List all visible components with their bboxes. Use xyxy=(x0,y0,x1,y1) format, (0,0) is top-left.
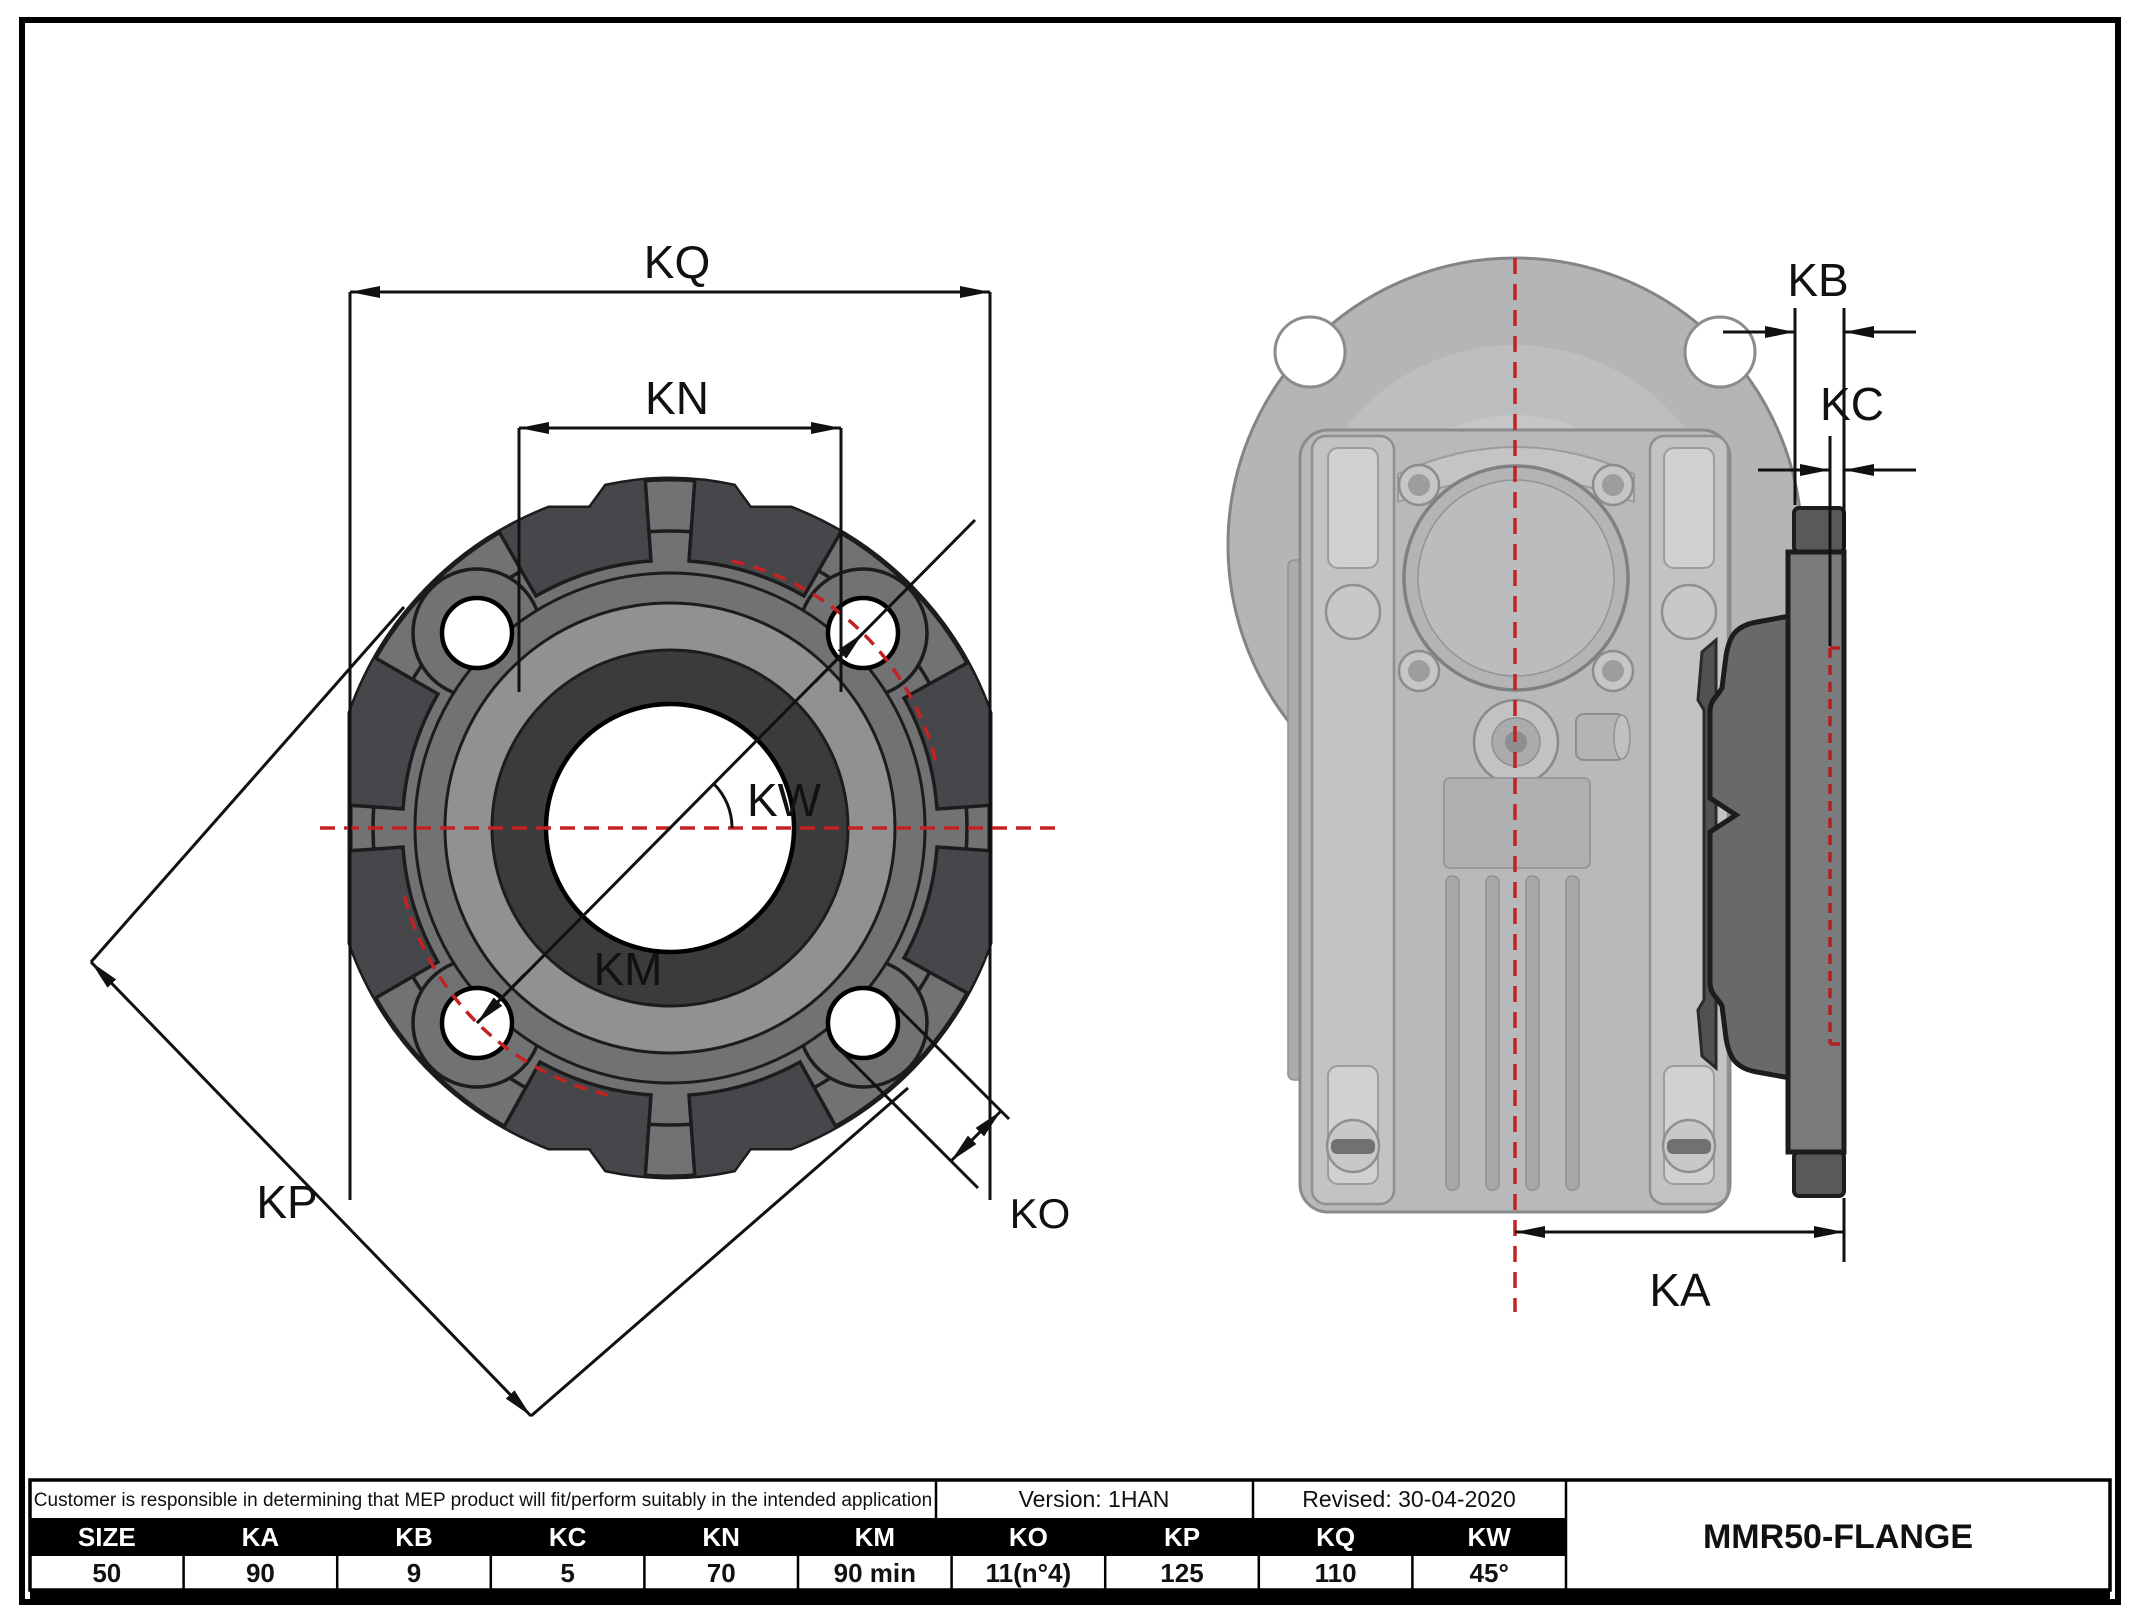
ko-dimension-arrow xyxy=(949,1109,1003,1163)
side-stub-end xyxy=(1613,714,1631,760)
bolt-hole xyxy=(439,595,515,671)
value-ko: 11(n°4) xyxy=(986,1558,1072,1588)
side-view-gearbox xyxy=(1226,256,1847,1312)
kp-extension-upper xyxy=(89,606,406,963)
spigot-hidden-line xyxy=(1828,646,1843,1046)
part-number: MMR50-FLANGE xyxy=(1703,1518,1973,1556)
value-ka: 90 xyxy=(246,1558,275,1588)
dim-label-kw: KW xyxy=(747,774,822,826)
dim-label-ko: KO xyxy=(1010,1190,1071,1237)
header-kp: KP xyxy=(1164,1522,1200,1552)
revised-text: Revised: 30-04-2020 xyxy=(1302,1486,1516,1512)
kp-extension-lower xyxy=(530,1086,909,1418)
value-kp: 125 xyxy=(1160,1558,1203,1588)
table-value-row: 50 90 9 5 70 90 min 11(n°4) 125 110 45° xyxy=(92,1558,1509,1588)
disclaimer-text: Customer is responsible in determining t… xyxy=(34,1490,932,1511)
kw-angle-arc xyxy=(712,782,734,829)
title-block-table: Customer is responsible in determining t… xyxy=(28,1478,2112,1602)
value-kb: 9 xyxy=(407,1558,421,1588)
dim-label-kn: KN xyxy=(645,372,709,424)
dim-label-kb: KB xyxy=(1787,254,1848,306)
value-size: 50 xyxy=(92,1558,121,1588)
header-kn: KN xyxy=(702,1522,740,1552)
flange-pad xyxy=(901,845,990,1002)
value-kn: 70 xyxy=(707,1558,736,1588)
dim-label-ka: KA xyxy=(1649,1264,1711,1316)
header-kc: KC xyxy=(549,1522,587,1552)
table-header-band xyxy=(30,1518,1566,1556)
flange-pad xyxy=(901,654,990,811)
disc-notch-right xyxy=(1683,315,1757,389)
disc-notch-left xyxy=(1273,315,1347,389)
front-view-dimensions xyxy=(89,286,1011,1418)
kp-dimension-line xyxy=(89,960,533,1418)
ko-leader-lower xyxy=(836,1046,980,1190)
table-gridlines xyxy=(182,1480,1568,1590)
bolt-hole xyxy=(825,985,901,1061)
header-kb: KB xyxy=(395,1522,433,1552)
ko-leader-upper xyxy=(886,996,1011,1121)
km-dimension-line xyxy=(475,518,977,1025)
front-view-flange xyxy=(320,476,1058,1180)
km-arrow-upper xyxy=(813,631,865,684)
header-ko: KO xyxy=(1009,1522,1048,1552)
header-kq: KQ xyxy=(1316,1522,1355,1552)
header-kw: KW xyxy=(1468,1522,1512,1552)
table-header-row: SIZE KA KB KC KN KM KO KP KQ KW xyxy=(78,1522,1511,1552)
table-bottom-bar xyxy=(30,1590,2110,1602)
dim-label-kc: KC xyxy=(1820,378,1884,430)
flange-rim-top xyxy=(1792,506,1846,554)
boss-screw-lugs xyxy=(1397,463,1635,693)
value-kq: 110 xyxy=(1315,1558,1357,1588)
nameplate xyxy=(1443,777,1591,869)
dim-label-kp: KP xyxy=(256,1176,317,1228)
dim-label-km: KM xyxy=(594,943,663,995)
side-view-dimensions xyxy=(1515,308,1916,1262)
flange-side-profile xyxy=(1696,506,1847,1198)
cooling-fins xyxy=(1445,875,1580,1191)
header-km: KM xyxy=(855,1522,895,1552)
flange-plate xyxy=(1785,549,1847,1155)
value-km: 90 min xyxy=(834,1558,916,1588)
dim-label-kq: KQ xyxy=(644,236,710,288)
header-ka: KA xyxy=(242,1522,280,1552)
version-text: Version: 1HAN xyxy=(1019,1486,1170,1512)
flange-hub xyxy=(1707,613,1793,1081)
value-kc: 5 xyxy=(560,1558,574,1588)
flange-rim-bottom xyxy=(1792,1150,1846,1198)
header-size: SIZE xyxy=(78,1522,136,1552)
value-kw: 45° xyxy=(1470,1558,1509,1588)
